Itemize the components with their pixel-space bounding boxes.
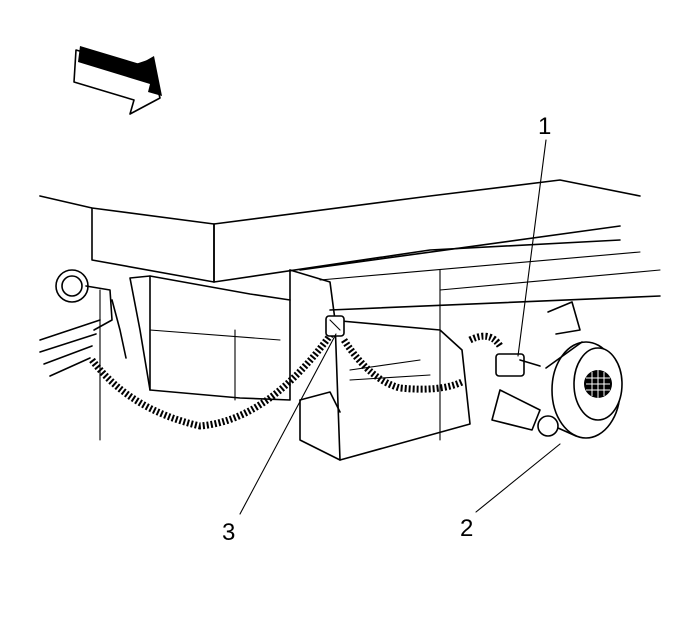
leader-1 [517, 139, 547, 357]
mounting-bracket [289, 269, 471, 461]
callout-2: 2 [460, 515, 473, 542]
trailer-connector [491, 301, 623, 439]
callout-3: 3 [222, 519, 235, 546]
harness-bundle [39, 269, 127, 377]
connector-1 [495, 353, 541, 377]
callout-leaders [239, 139, 561, 515]
callout-1: 1 [538, 113, 551, 140]
connector-3 [325, 315, 345, 337]
harness-conduit [89, 327, 503, 430]
vehicle-body [39, 179, 661, 441]
module-housing [129, 275, 291, 401]
connector-grille [584, 370, 612, 398]
leader-3 [239, 333, 337, 515]
forward-arrow-icon [73, 46, 162, 115]
leader-2 [475, 443, 561, 513]
